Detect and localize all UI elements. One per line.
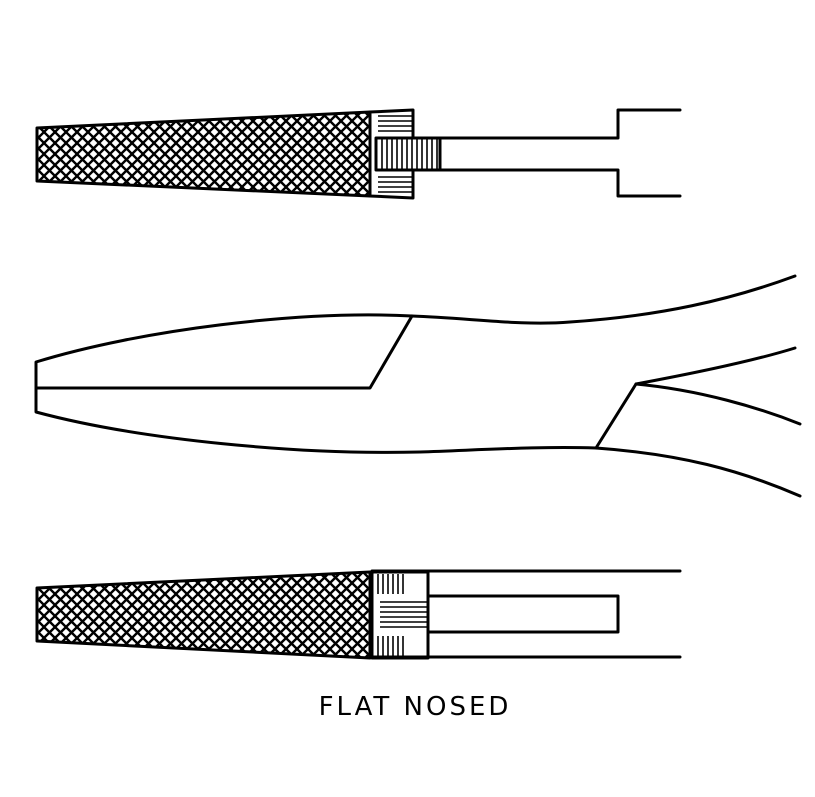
top-knurled-handle [35,110,372,198]
bottom-knurled-handle [35,570,372,660]
side-view [34,274,802,498]
top-shaft-and-jaw [438,108,682,198]
top-ferrule-ribs [378,115,412,193]
upper-jaw [34,274,797,390]
bottom-inner-blade [426,594,620,634]
top-collar-threads [381,139,438,169]
top-threaded-collar [374,136,442,172]
bottom-ferrule [370,570,430,660]
bottom-ferrule-ribs [377,574,428,656]
lower-jaw [34,386,802,498]
bottom-outer-shaft [370,569,682,659]
top-view [35,108,682,200]
inner-handle [634,382,802,426]
pivot-line [594,346,797,450]
upper-jaw-inner [34,314,414,390]
bottom-view [35,569,682,660]
figure-caption: FLAT NOSED [318,692,512,722]
